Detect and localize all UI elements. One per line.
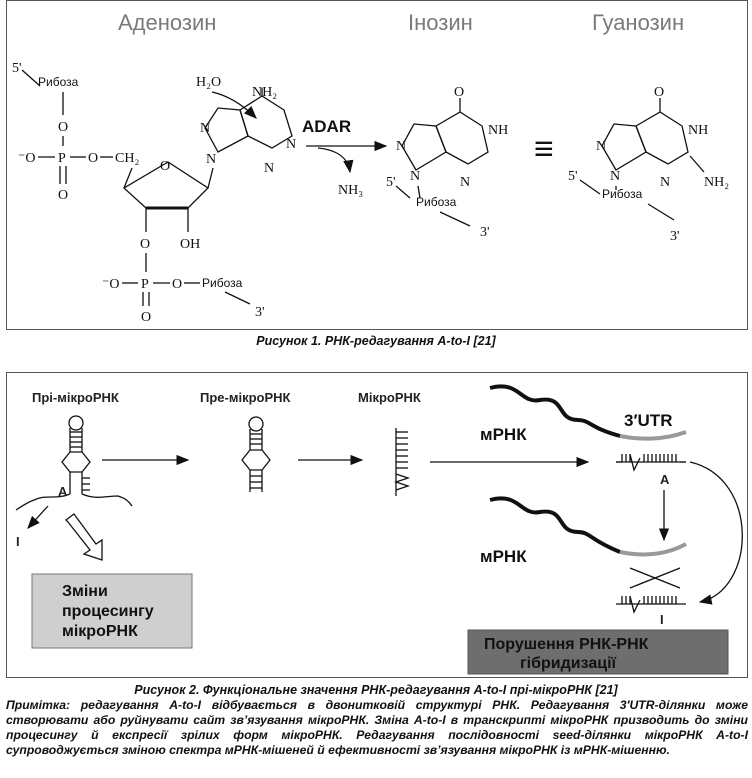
n9-label: N [410, 169, 420, 184]
adenosine-structure: 5' Рибоза O ⁻O P O CH₂ O O OH O ⁻O P O Р… [12, 61, 296, 325]
nh-label: NH [488, 123, 508, 138]
target-inosine-label: I [660, 612, 664, 627]
oxygen-label: O [88, 151, 98, 166]
nh-label: NH [688, 123, 708, 138]
utr-top-strand [619, 430, 687, 441]
pri-editing-arrow [27, 505, 49, 529]
neg-oxygen-label: ⁻O [18, 151, 36, 166]
oxygen-label: O [58, 120, 68, 135]
mature-mirna-label: МікроРНК [358, 390, 421, 405]
ring-oxygen-label: O [160, 159, 170, 174]
target-adenosine-label: A [660, 472, 670, 487]
pri-mirna-hairpin: A [15, 415, 133, 511]
water-label: H₂O [196, 75, 221, 90]
pre-mirna-hairpin [241, 416, 271, 492]
ammonia-release-arrow [317, 147, 354, 174]
processing-change-box [31, 573, 193, 649]
processing-line-2: процесингу [62, 603, 154, 620]
mrna-bottom-label: мРНК [480, 547, 527, 566]
five-prime-label: 5' [568, 169, 578, 184]
carbonyl-oxygen-label: O [654, 85, 664, 100]
utr-label: 3′UTR [624, 411, 672, 430]
inosine-title: Інозин [408, 10, 473, 35]
mirna-binding-bottom [616, 595, 686, 614]
utr-bottom-strand [619, 542, 687, 557]
processing-line-3: мікроРНК [62, 623, 138, 640]
processing-line-1: Зміни [62, 583, 108, 600]
figure2-note: Примітка: редагування A-to-I відбуваєтьс… [6, 698, 748, 757]
ch2-label: CH₂ [115, 151, 139, 166]
ribose-label: Рибоза [416, 195, 457, 209]
mrna-bottom-strand [489, 496, 621, 554]
mrna-top-strand [489, 384, 621, 438]
hybridization-line-2: гібридизації [520, 655, 617, 672]
disrupted-binding-cross [629, 567, 681, 589]
n7-label: N [200, 121, 210, 136]
n3-label: N [264, 161, 274, 176]
three-prime-label: 3' [255, 305, 265, 320]
ammonia-label: NH₃ [338, 183, 363, 198]
three-prime-label: 3' [480, 225, 490, 240]
adar-label: ADAR [302, 117, 351, 136]
redirect-arrow [689, 461, 743, 605]
n3-label: N [660, 175, 670, 190]
mrna-top-label: мРНК [480, 425, 527, 444]
amine-label: NH₂ [252, 85, 277, 100]
pri-mirna-label: Прі-мікроРНК [32, 390, 119, 405]
three-prime-label: 3' [670, 229, 680, 244]
n9-label: N [610, 169, 620, 184]
hybridization-disruption-box [467, 629, 729, 675]
mirna-binding-top [616, 453, 686, 472]
n7-label: N [396, 139, 406, 154]
oxygen-label: O [58, 188, 68, 203]
neg-oxygen-label: ⁻O [102, 277, 120, 292]
equivalence-sign: ≡ [534, 130, 554, 168]
pre-mirna-label: Пре-мікроРНК [200, 390, 291, 405]
n3-label: N [460, 175, 470, 190]
ribose-label-bottom: Рибоза [202, 276, 243, 290]
mature-mirna-duplex [393, 428, 411, 496]
oxygen-label: O [172, 277, 182, 292]
open-arrow-to-processing-box [65, 513, 103, 561]
n1-label: N [286, 137, 296, 152]
ribose-label: Рибоза [602, 187, 643, 201]
carbonyl-oxygen-label: O [454, 85, 464, 100]
phosphorus-label: P [141, 277, 149, 292]
pri-inosine-label: I [16, 534, 20, 549]
oxygen-label: O [140, 237, 150, 252]
hydroxyl-label: OH [180, 237, 200, 252]
five-prime-label: 5' [386, 175, 396, 190]
n9-label: N [206, 152, 216, 167]
five-prime-label: 5' [12, 61, 22, 76]
figure2-caption: Рисунок 2. Функціональне значення РНК-ре… [134, 683, 618, 697]
guanosine-structure: N N NH N O NH₂ 5' Рибоза 3' [568, 85, 729, 244]
figure1-caption: Рисунок 1. РНК-редагування A-to-I [21] [256, 334, 496, 348]
amine-label: NH₂ [704, 175, 729, 190]
ribose-label-top: Рибоза [38, 75, 79, 89]
inosine-structure: N N NH N O 5' Рибоза 3' [386, 85, 508, 240]
pri-adenosine-label: A [58, 484, 68, 499]
adenosine-title: Аденозин [118, 10, 216, 35]
hybridization-line-1: Порушення РНК-РНК [484, 636, 649, 653]
n7-label: N [596, 139, 606, 154]
guanosine-title: Гуанозин [592, 10, 684, 35]
phosphorus-label: P [58, 151, 66, 166]
oxygen-label: O [141, 310, 151, 325]
